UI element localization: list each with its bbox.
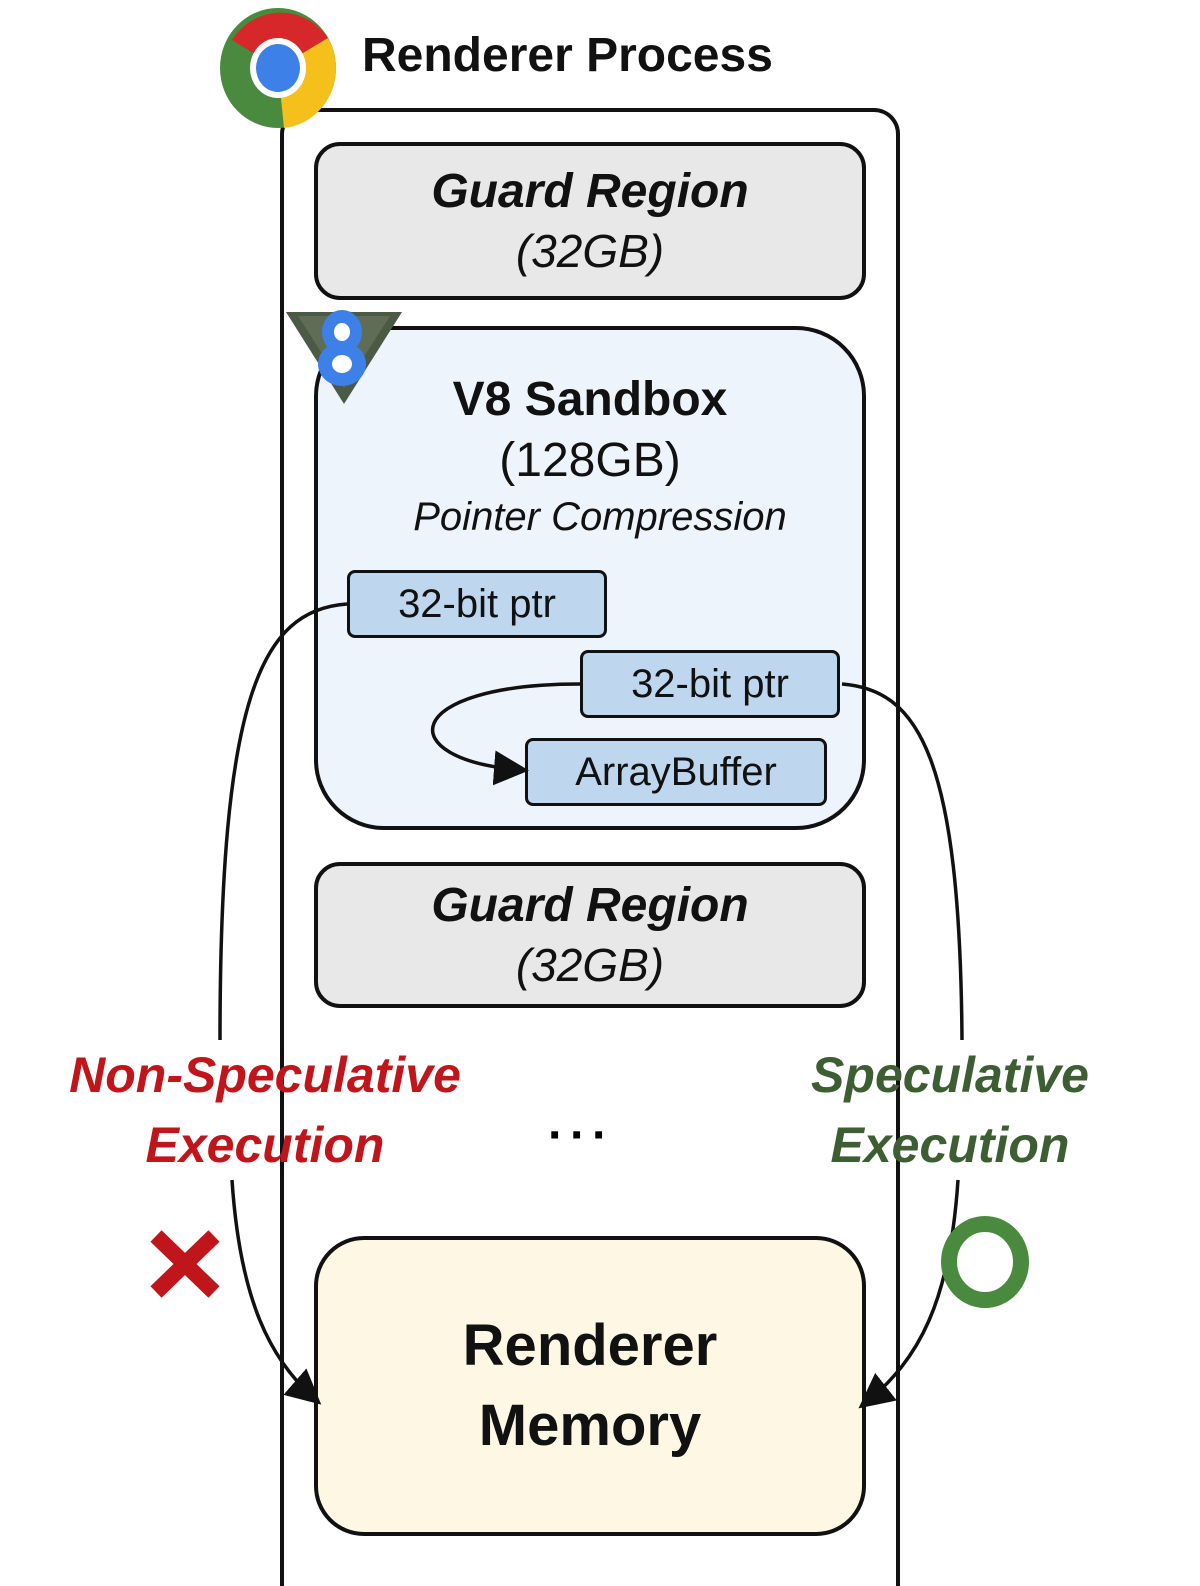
chrome-logo-icon (220, 8, 336, 128)
renderer-memory: Renderer Memory (314, 1236, 866, 1536)
guard-region-bottom: Guard Region (32GB) (314, 862, 866, 1008)
v8-logo-icon (286, 310, 402, 404)
v8-sandbox-size: (128GB) (499, 434, 681, 487)
pointer-box-2: 32-bit ptr (580, 650, 840, 718)
non-speculative-line2: Execution (145, 1117, 385, 1173)
pointer-compression-label: Pointer Compression (413, 495, 787, 539)
pointer-box-1: 32-bit ptr (347, 570, 607, 638)
arrow-ptr-to-arraybuffer (430, 682, 581, 786)
speculative-line2: Execution (830, 1117, 1070, 1173)
renderer-process-container (280, 108, 900, 1586)
guard-region-bottom-size: (32GB) (515, 939, 665, 991)
speculative-label: Speculative Execution (780, 1040, 1120, 1180)
renderer-process-title: Renderer Process (362, 29, 773, 82)
arrow-speculative-lower (858, 1179, 960, 1409)
circle-icon (941, 1216, 1029, 1308)
non-speculative-label: Non-Speculative Execution (30, 1040, 500, 1180)
arrow-non-speculative-upper (218, 602, 348, 1041)
guard-region-top-title: Guard Region (431, 165, 749, 218)
arrow-speculative-upper (841, 682, 964, 1041)
ellipsis: ··· (548, 1109, 614, 1162)
speculative-line1: Speculative (811, 1047, 1089, 1103)
renderer-memory-line1: Renderer (462, 1313, 718, 1378)
non-speculative-line1: Non-Speculative (69, 1047, 461, 1103)
cross-icon (150, 1230, 220, 1298)
v8-sandbox-title: V8 Sandbox (452, 373, 728, 426)
renderer-memory-line2: Memory (478, 1393, 702, 1458)
arraybuffer-box: ArrayBuffer (525, 738, 827, 806)
guard-region-bottom-title: Guard Region (431, 879, 749, 932)
arrow-non-speculative-lower (230, 1179, 322, 1405)
guard-region-top: Guard Region (32GB) (314, 142, 866, 300)
guard-region-top-size: (32GB) (515, 225, 665, 277)
